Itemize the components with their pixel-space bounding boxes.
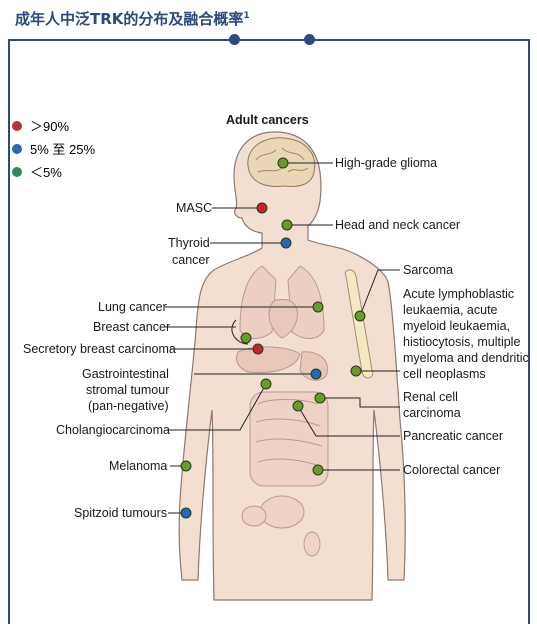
diagram-heading: Adult cancers <box>226 113 309 127</box>
legend-item-mid: 5% 至 25% <box>12 137 95 160</box>
label-leukaemia-3: myeloid leukaemia, <box>403 319 510 333</box>
label-gist-1: Gastrointestinal <box>82 367 169 381</box>
marker-leukaemia <box>350 365 362 377</box>
label-melanoma: Melanoma <box>109 459 167 473</box>
marker-sarcoma <box>354 310 366 322</box>
marker-renal <box>314 392 326 404</box>
label-thyroid-2: cancer <box>172 253 210 267</box>
frame-dot-left <box>229 34 240 45</box>
marker-melanoma <box>180 460 192 472</box>
frame-right-line <box>528 39 530 624</box>
marker-secretory <box>252 343 264 355</box>
label-masc: MASC <box>176 201 212 215</box>
legend: ＞90% 5% 至 25% ＜5% <box>12 114 95 183</box>
label-renal-2: carcinoma <box>403 406 461 420</box>
legend-label-mid: 5% 至 25% <box>30 142 96 157</box>
title-text: 成年人中泛TRK的分布及融合概率 <box>15 10 244 28</box>
label-glioma: High-grade glioma <box>335 156 437 170</box>
marker-thyroid <box>280 237 292 249</box>
legend-label-high: ＞90% <box>30 119 70 134</box>
label-leukaemia-1: Acute lymphoblastic <box>403 287 514 301</box>
heart-shape <box>268 299 298 339</box>
legend-item-high: ＞90% <box>12 114 95 137</box>
label-secretory: Secretory breast carcinoma <box>23 342 176 356</box>
marker-head-neck <box>281 219 293 231</box>
legend-dot-green <box>12 166 22 177</box>
liver-shape <box>235 346 301 373</box>
marker-colorectal <box>312 464 324 476</box>
body-silhouette <box>178 131 406 601</box>
legend-dot-red <box>12 120 22 131</box>
label-head-neck: Head and neck cancer <box>335 218 460 232</box>
marker-lung <box>312 301 324 313</box>
frame-dot-right <box>304 34 315 45</box>
marker-gist <box>310 368 322 380</box>
intestines-shape <box>241 391 329 557</box>
legend-label-low: ＜5% <box>30 165 62 180</box>
marker-pancreatic <box>292 400 304 412</box>
label-sarcoma: Sarcoma <box>403 263 453 277</box>
leader-lines <box>165 162 400 514</box>
label-leukaemia-6: cell neoplasms <box>403 367 486 381</box>
page-title: 成年人中泛TRK的分布及融合概率1 <box>15 8 250 29</box>
label-cholangio: Cholangiocarcinoma <box>56 423 170 437</box>
markers <box>180 157 366 519</box>
label-renal-1: Renal cell <box>403 390 458 404</box>
marker-cholangio <box>260 378 272 390</box>
label-gist-2: stromal tumour <box>86 383 169 397</box>
marker-glioma <box>277 157 289 169</box>
legend-dot-blue <box>12 143 22 154</box>
frame-left-line <box>8 39 10 624</box>
label-spitzoid: Spitzoid tumours <box>74 506 167 520</box>
frame-top-line <box>8 39 530 41</box>
label-colorectal: Colorectal cancer <box>403 463 500 477</box>
label-leukaemia-2: leukaemia, acute <box>403 303 498 317</box>
label-lung: Lung cancer <box>98 300 167 314</box>
arm-bone-shape <box>344 269 374 379</box>
label-leukaemia-4: histiocytosis, multiple <box>403 335 520 349</box>
label-breast: Breast cancer <box>93 320 170 334</box>
title-footnote: 1 <box>243 11 250 21</box>
label-pancreatic: Pancreatic cancer <box>403 429 503 443</box>
marker-breast <box>240 332 252 344</box>
legend-item-low: ＜5% <box>12 160 95 183</box>
label-leukaemia-5: myeloma and dendritic <box>403 351 529 365</box>
label-thyroid-1: Thyroid <box>168 236 210 250</box>
label-gist-3: (pan-negative) <box>88 399 169 413</box>
marker-masc <box>256 202 268 214</box>
marker-spitzoid <box>180 507 192 519</box>
